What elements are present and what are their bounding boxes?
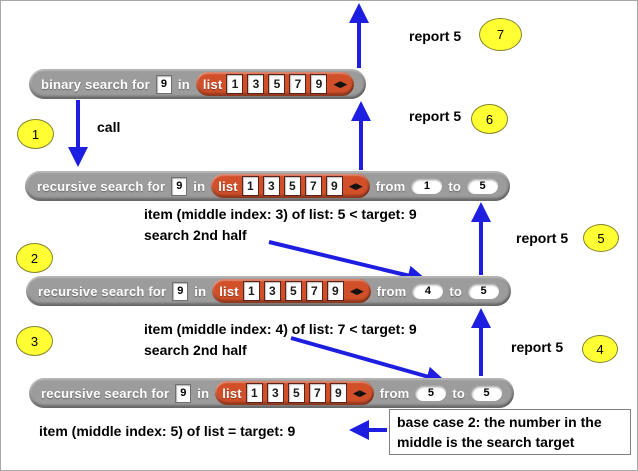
list-item-input[interactable]: 9: [310, 74, 328, 94]
list-block[interactable]: list 1 3 5 7 9 ◀▶: [212, 279, 371, 303]
step-badge-1: 1: [17, 119, 54, 149]
report-label-6: report 5: [409, 108, 462, 124]
base-case-line: base case 2: the number in the: [397, 414, 602, 430]
list-item-input[interactable]: 5: [283, 176, 301, 196]
note-middle-index-5: item (middle index: 5) of list = target:…: [39, 423, 296, 439]
step-badge-3: 3: [16, 326, 53, 356]
list-item-input[interactable]: 7: [305, 281, 323, 301]
list-label: list: [219, 283, 239, 299]
report-label-4: report 5: [511, 339, 564, 355]
block-label-to: to: [449, 283, 463, 299]
note-middle-index-4: item (middle index: 4) of list: 7 < targ…: [144, 319, 417, 361]
list-item-input[interactable]: 3: [262, 176, 280, 196]
target-input[interactable]: 9: [175, 383, 192, 403]
block-label-from: from: [379, 385, 410, 401]
from-input[interactable]: 1: [411, 178, 443, 194]
list-block[interactable]: list 1 3 5 7 9 ◀▶: [215, 381, 374, 405]
note-line: search 2nd half: [144, 227, 247, 243]
recursive-search-block-3[interactable]: recursive search for 9 in list 1 3 5 7 9…: [29, 378, 515, 408]
list-label: list: [218, 178, 238, 194]
list-item-input[interactable]: 9: [325, 176, 343, 196]
list-item-input[interactable]: 5: [268, 74, 286, 94]
list-resize-arrows-icon[interactable]: ◀▶: [352, 387, 367, 398]
block-label-in: in: [194, 283, 207, 299]
block-label-prefix: recursive search for: [38, 283, 167, 299]
block-label-in: in: [197, 385, 210, 401]
list-item-input[interactable]: 3: [266, 383, 284, 403]
recursive-search-block-2[interactable]: recursive search for 9 in list 1 3 5 7 9…: [26, 276, 512, 306]
list-item-input[interactable]: 1: [242, 281, 260, 301]
list-item-input[interactable]: 9: [326, 281, 344, 301]
list-item-input[interactable]: 5: [284, 281, 302, 301]
list-item-input[interactable]: 3: [247, 74, 265, 94]
block-label-in: in: [193, 178, 206, 194]
block-label-in: in: [177, 76, 190, 92]
recursive-search-block-1[interactable]: recursive search for 9 in list 1 3 5 7 9…: [25, 171, 511, 201]
list-item-input[interactable]: 5: [287, 383, 305, 403]
note-middle-index-3: item (middle index: 3) of list: 5 < targ…: [144, 204, 417, 246]
step-badge-4: 4: [582, 335, 618, 363]
target-input[interactable]: 9: [171, 176, 188, 196]
step-badge-2: 2: [16, 243, 53, 273]
base-case-line: middle is the search target: [397, 434, 575, 450]
note-line: item (middle index: 3) of list: 5 < targ…: [144, 206, 417, 222]
list-label: list: [202, 76, 223, 92]
list-label: list: [222, 385, 242, 401]
block-label-to: to: [448, 178, 462, 194]
list-resize-arrows-icon[interactable]: ◀▶: [333, 78, 348, 89]
list-block[interactable]: list 1 3 5 7 9 ◀▶: [195, 72, 355, 96]
block-label-prefix: recursive search for: [37, 178, 166, 194]
list-item-input[interactable]: 9: [329, 383, 347, 403]
step-badge-7: 7: [479, 18, 522, 51]
to-input[interactable]: 5: [471, 385, 503, 401]
target-input[interactable]: 9: [155, 74, 172, 94]
step-badge-6: 6: [471, 104, 508, 134]
list-resize-arrows-icon[interactable]: ◀▶: [348, 180, 363, 191]
block-label-from: from: [375, 178, 406, 194]
note-line: item (middle index: 4) of list: 7 < targ…: [144, 321, 417, 337]
binary-search-block[interactable]: binary search for 9 in list 1 3 5 7 9 ◀▶: [29, 69, 367, 99]
target-input[interactable]: 9: [172, 281, 189, 301]
list-item-input[interactable]: 1: [241, 176, 259, 196]
base-case-box: base case 2: the number in the middle is…: [389, 409, 631, 455]
block-label-from: from: [376, 283, 407, 299]
from-input[interactable]: 5: [415, 385, 447, 401]
block-label-to: to: [452, 385, 466, 401]
note-line: search 2nd half: [144, 342, 247, 358]
from-input[interactable]: 4: [412, 283, 444, 299]
block-label-prefix: recursive search for: [41, 385, 170, 401]
list-item-input[interactable]: 7: [304, 176, 322, 196]
arrow-search-2nd-half-1: [268, 240, 428, 286]
list-block[interactable]: list 1 3 5 7 9 ◀▶: [211, 174, 370, 198]
list-item-input[interactable]: 1: [226, 74, 244, 94]
step-badge-5: 5: [583, 224, 619, 252]
to-input[interactable]: 5: [468, 283, 500, 299]
list-item-input[interactable]: 1: [245, 383, 263, 403]
list-item-input[interactable]: 3: [263, 281, 281, 301]
list-item-input[interactable]: 7: [289, 74, 307, 94]
block-label-prefix: binary search for: [41, 76, 150, 92]
call-label: call: [97, 119, 121, 135]
list-resize-arrows-icon[interactable]: ◀▶: [349, 285, 364, 296]
report-label-7: report 5: [409, 28, 462, 44]
report-label-5: report 5: [516, 230, 569, 246]
list-item-input[interactable]: 7: [308, 383, 326, 403]
to-input[interactable]: 5: [467, 178, 499, 194]
